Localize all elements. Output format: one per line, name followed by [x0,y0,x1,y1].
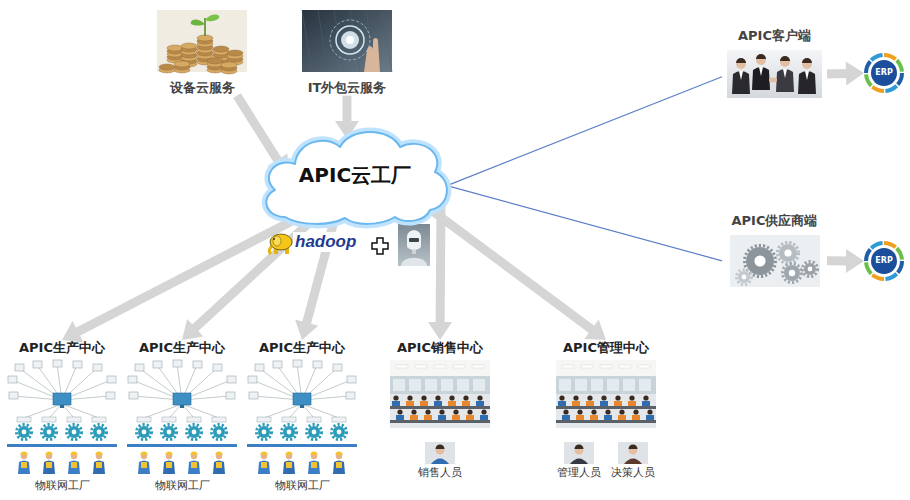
service-label: IT外包云服务 [308,80,387,96]
connector-line [427,207,593,330]
center-title: APIC生产中心 [19,340,105,356]
iot-factory-picture [247,360,357,475]
connector-line [76,217,299,332]
flow-arrow [427,207,606,340]
center-caption: 决策人员 [611,466,655,479]
logo-text: hadoop [293,232,358,252]
arrow-head [62,321,84,342]
production-center: APIC生产中心物联网工厂 [126,340,238,492]
person-photo [618,442,648,464]
office-photo [390,360,490,428]
party-picture [730,235,820,287]
robot-icon [398,224,430,266]
service-picture [302,10,392,72]
cloud-hub: APIC云工厂 [255,122,455,228]
production-center: APIC生产中心物联网工厂 [6,340,118,492]
person-photo [425,442,455,464]
flow-arrow [827,249,864,273]
connector-line [237,96,278,162]
office-photo [556,360,656,428]
link-line [447,77,722,186]
party-picture [727,50,822,98]
connector-line [827,69,848,79]
center-caption: 物联网工厂 [155,479,210,492]
connector-line [827,256,848,265]
service-card: IT外包云服务 [297,10,397,96]
erp-text: ERP [875,68,893,78]
production-center: APIC生产中心物联网工厂 [246,340,358,492]
party-label: APIC客户端 [738,28,811,44]
center-caption: 销售人员 [418,466,462,479]
connector-line [343,96,352,123]
erp-text: ERP [875,256,893,266]
iot-factory-picture [127,360,237,475]
arrow-head [846,249,864,273]
center-caption: 管理人员 [557,466,601,479]
erp-badge: ERP [864,53,904,93]
plus-symbol [372,238,388,254]
center-caption: 物联网工厂 [35,479,90,492]
center-title: APIC生产中心 [259,340,345,356]
center-title: APIC销售中心 [397,340,483,356]
center-caption: 物联网工厂 [275,479,330,492]
sales-center: APIC销售中心销售人员 [386,340,494,479]
center-title: APIC管理中心 [563,340,649,356]
hub-title: APIC云工厂 [299,163,411,187]
service-label: 设备云服务 [170,80,235,96]
arrow-head [428,322,452,340]
flow-arrow [62,217,299,342]
connector-line [447,77,722,186]
elephant-logo [269,234,292,254]
erp-badge: ERP [864,241,904,281]
arrow-head [182,319,203,340]
supplier-card: APIC供应商端 [722,213,827,287]
arrow-head [295,320,318,341]
person-photo [564,442,594,464]
service-picture [157,10,247,72]
arrow-head [846,62,864,86]
iot-factory-picture [7,360,117,475]
service-card: 设备云服务 [152,10,252,96]
management-center: APIC管理中心管理人员决策人员 [548,340,664,479]
arrow-head [584,320,606,340]
flow-arrow [827,62,864,86]
center-title: APIC生产中心 [139,340,225,356]
party-label: APIC供应商端 [732,213,818,229]
client-card: APIC客户端 [722,28,827,98]
